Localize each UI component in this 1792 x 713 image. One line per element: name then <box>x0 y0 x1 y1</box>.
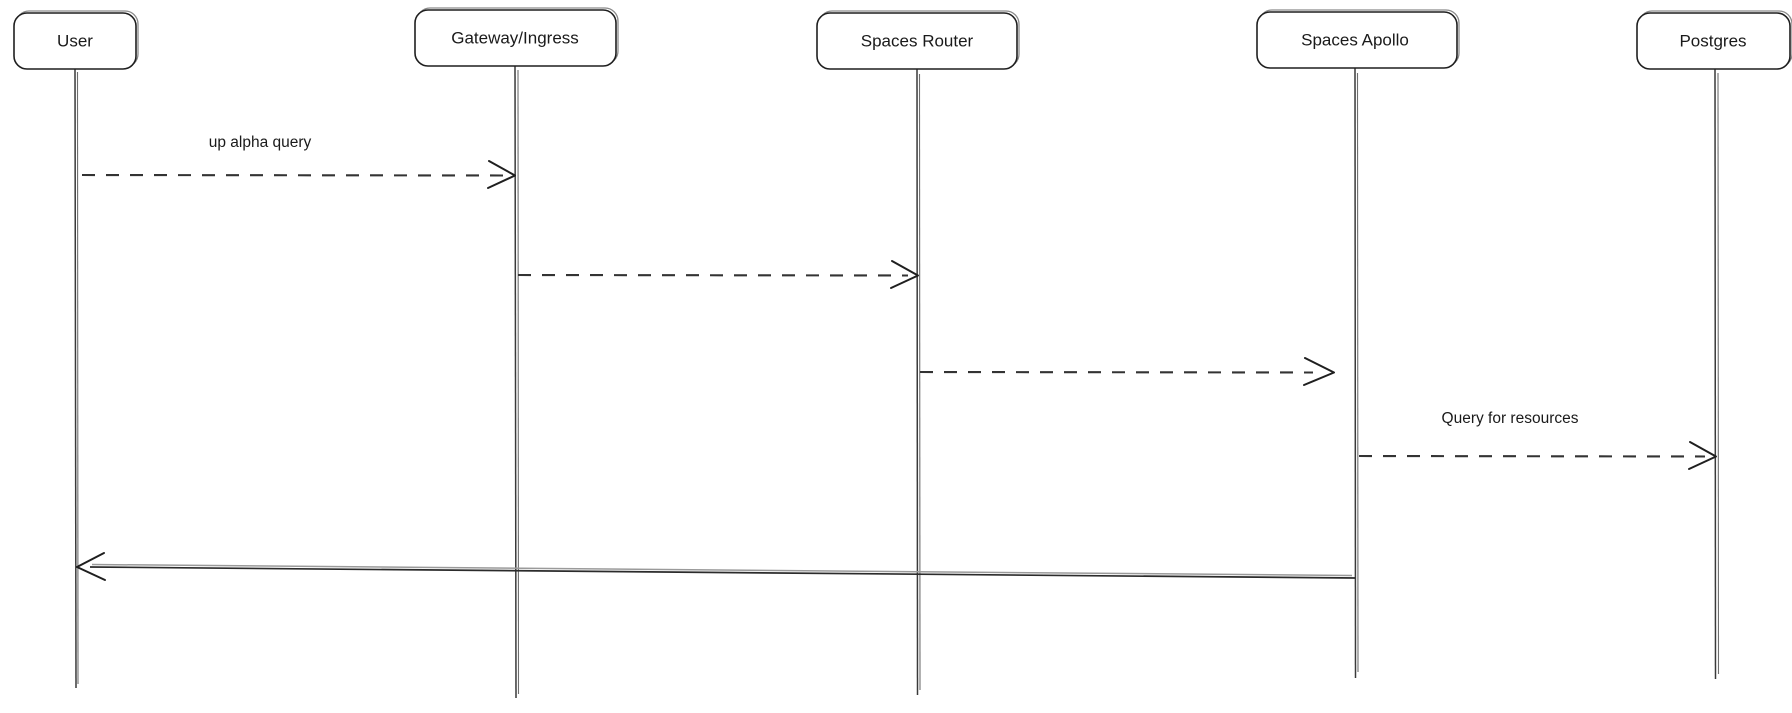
message-line-ghost <box>91 563 1353 577</box>
participant-spaces-router[interactable]: Spaces Router <box>816 10 1020 70</box>
lifeline-spaces-apollo <box>1354 67 1359 679</box>
message-query-for-resources[interactable]: Query for resources <box>1358 410 1717 470</box>
message-router-to-apollo[interactable] <box>919 357 1335 386</box>
message-response-to-user[interactable] <box>76 552 1356 581</box>
participant-label: Spaces Apollo <box>1301 30 1409 49</box>
arrow-head-icon <box>1303 357 1335 386</box>
message-gateway-to-router[interactable] <box>517 260 919 289</box>
participant-box <box>414 9 617 67</box>
lifelines-layer <box>74 65 1720 699</box>
arrow-head-icon <box>487 160 516 189</box>
participant-gateway[interactable]: Gateway/Ingress <box>414 7 619 67</box>
message-line <box>1358 454 1706 458</box>
participant-label: Postgres <box>1679 31 1746 50</box>
arrow-head-icon <box>1688 441 1717 470</box>
participant-label: User <box>57 31 93 50</box>
message-label: Query for resources <box>1442 410 1579 427</box>
participant-postgres[interactable]: Postgres <box>1636 10 1792 70</box>
participant-box <box>1256 11 1458 69</box>
message-line <box>517 273 909 277</box>
participants-layer: User Gateway/Ingress Spaces Router Space… <box>13 7 1792 70</box>
lifeline-postgres <box>1714 68 1720 680</box>
message-line <box>919 370 1314 374</box>
lifeline-spaces-router <box>916 68 921 696</box>
participant-spaces-apollo[interactable]: Spaces Apollo <box>1256 9 1460 69</box>
participant-box <box>13 12 137 70</box>
arrow-head-icon <box>890 260 919 289</box>
message-label: up alpha query <box>209 134 312 151</box>
lifeline-gateway <box>514 65 520 699</box>
participant-box <box>1636 12 1791 70</box>
message-up-alpha-query[interactable]: up alpha query <box>81 134 516 189</box>
message-line <box>81 173 506 177</box>
participant-box <box>816 12 1018 70</box>
messages-layer: up alpha query Query for resources <box>76 134 1717 581</box>
participant-user[interactable]: User <box>13 10 139 70</box>
lifeline-user <box>74 68 79 689</box>
participant-label: Gateway/Ingress <box>451 28 579 47</box>
arrow-head-icon <box>76 552 106 581</box>
participant-label: Spaces Router <box>861 31 974 50</box>
message-line <box>89 566 1356 579</box>
